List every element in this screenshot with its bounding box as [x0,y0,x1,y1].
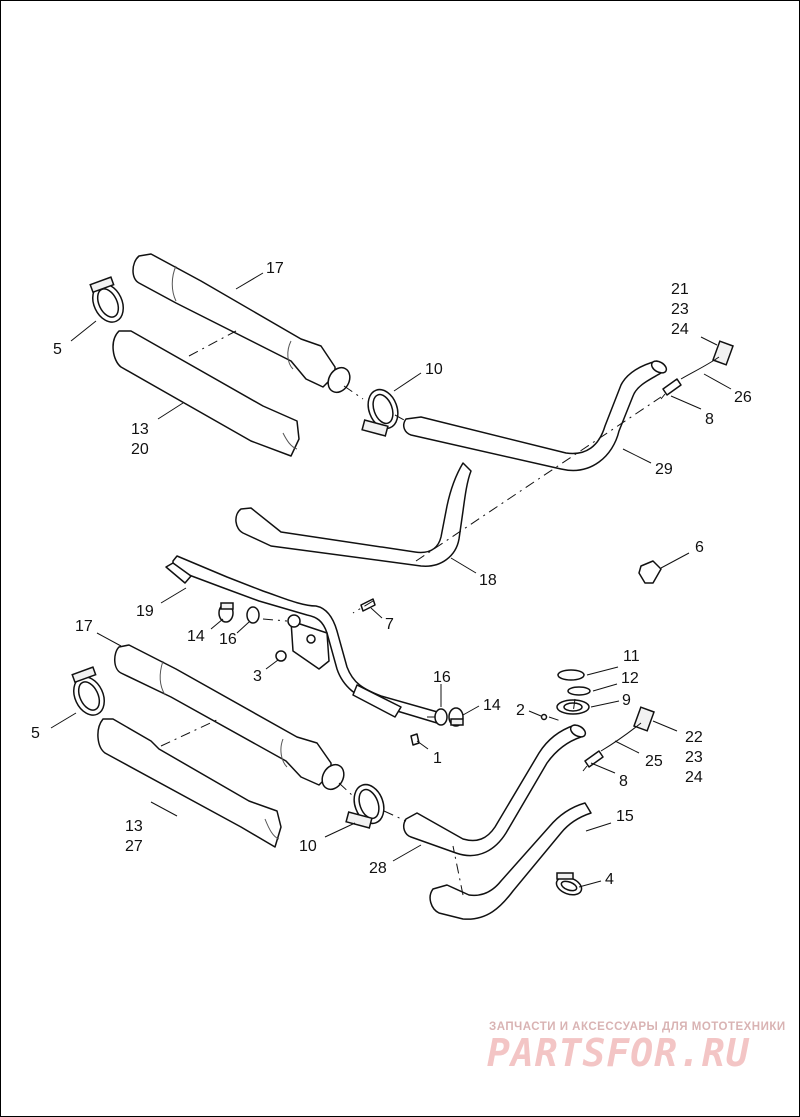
callout-27: 27 [125,838,143,855]
callout-6: 6 [695,539,704,556]
callout-17-upper: 17 [266,260,284,277]
clamp-10-lower [345,783,385,829]
callout-7: 7 [385,616,394,633]
clamp-lower [71,666,105,716]
flange-9 [556,699,590,715]
clamp-upper [89,276,124,323]
head-pipe-29 [403,360,668,472]
callout-21: 21 [671,281,689,298]
head-pipe-15 [429,802,592,920]
callout-11: 11 [623,648,640,665]
callout-14-right: 14 [483,697,501,714]
callout-1: 1 [433,750,442,767]
callout-25: 25 [645,753,663,770]
callout-28: 28 [369,860,387,877]
mount-bracket-19 [165,555,442,724]
callout-20: 20 [131,441,149,458]
clamp-4 [555,872,583,896]
callout-2: 2 [516,702,525,719]
spacer-16-right [434,708,448,726]
callout-14-left: 14 [187,628,205,645]
callout-16-right: 16 [433,669,451,686]
callout-5-lower: 5 [31,725,40,742]
callout-24-upper: 24 [671,321,689,338]
callout-18: 18 [479,572,497,589]
callout-26: 26 [734,389,752,406]
center-lines [160,330,662,896]
callout-15: 15 [616,808,634,825]
callout-23-upper: 23 [671,301,689,318]
callout-23-lower: 23 [685,749,703,766]
callout-5-upper: 5 [53,341,62,358]
callout-12: 12 [621,670,639,687]
clamp-14-left [218,602,234,623]
head-pipe-18 [235,462,472,567]
o2-sensor-upper [660,340,734,400]
callout-13-upper: 13 [131,421,149,438]
callout-22: 22 [685,729,703,746]
callout-10-upper: 10 [425,361,443,378]
callout-10-lower: 10 [299,838,317,855]
clamp-14-right [448,707,464,727]
head-pipe-28 [403,724,587,857]
callout-24-lower: 24 [685,769,703,786]
spacer-16-left-cap [287,614,301,628]
callout-17-lower: 17 [75,618,93,635]
heat-shield-lower [97,718,282,848]
callout-16-left: 16 [219,631,237,648]
spacer-16-left [246,606,260,624]
clamp-10-upper [361,388,399,437]
callout-13-lower: 13 [125,818,143,835]
plug-2 [540,713,548,721]
callout-8-lower: 8 [619,773,628,790]
callout-8-upper: 8 [705,411,714,428]
muffler-lower [114,644,345,791]
callout-3: 3 [253,668,262,685]
heat-shield-upper [112,330,300,457]
gasket-11 [557,669,585,681]
callout-labels: 17 5 13 20 10 21 23 24 26 8 29 18 6 19 1… [31,260,752,888]
o2-sensor-lower [582,706,655,772]
callout-4: 4 [605,871,614,888]
watermark-tagline: ЗАПЧАСТИ И АКСЕССУАРЫ ДЛЯ МОТОТЕХНИКИ [489,1021,786,1033]
callout-29: 29 [655,461,673,478]
bracket-6 [638,560,662,584]
leader-lines [50,272,732,888]
retaining-ring-12 [567,686,591,696]
nut-3 [275,650,287,662]
callout-19: 19 [136,603,154,620]
watermark-logo: PARTSFOR.RU [487,1031,750,1075]
callout-9: 9 [622,692,631,709]
bolt-1 [410,733,420,746]
